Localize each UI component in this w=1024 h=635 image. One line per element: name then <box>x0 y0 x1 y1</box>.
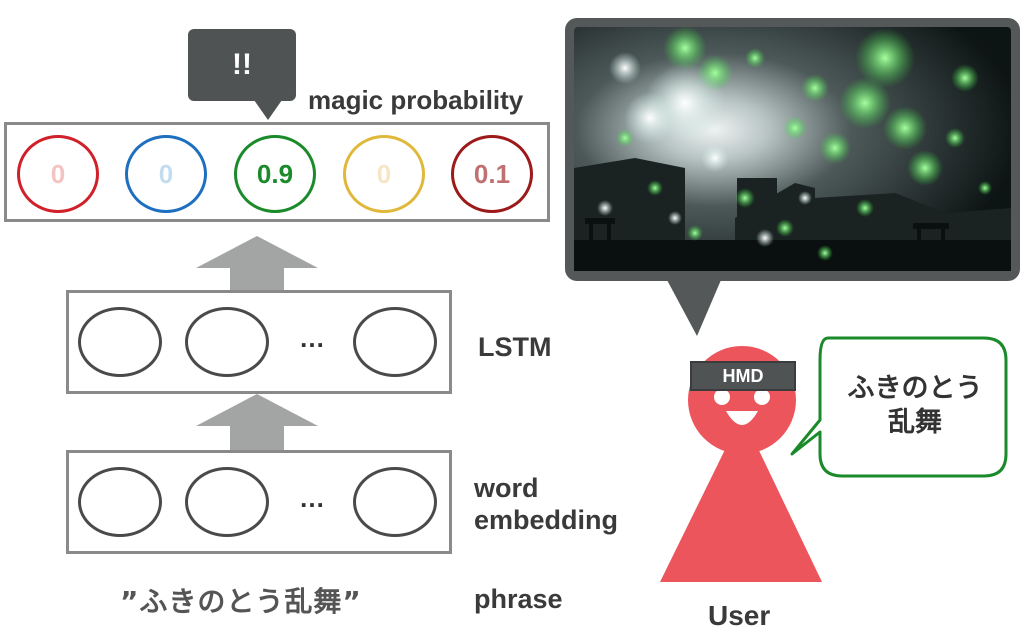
probability-value: 0.1 <box>473 158 511 189</box>
lstm-node <box>353 307 437 377</box>
probability-node-2: 0 <box>125 135 207 213</box>
speech-line1: ふきのとう <box>847 373 983 404</box>
callout-pointer <box>254 100 282 120</box>
lstm-node <box>185 307 269 377</box>
probability-value: 0 <box>376 158 392 189</box>
hmd-band: HMD <box>690 361 796 391</box>
probability-node-5: 0.1 <box>451 135 533 213</box>
embedding-layer: … <box>66 450 452 554</box>
embedding-ellipsis: … <box>299 483 325 513</box>
callout-bubble: !! <box>188 29 296 101</box>
embedding-node <box>353 467 437 537</box>
probability-output-layer: 0 0 0.9 0 0.1 <box>4 122 550 222</box>
hmd-label: HMD <box>722 365 764 386</box>
speech-line2: 乱舞 <box>888 407 942 438</box>
probability-node-4: 0 <box>343 135 425 213</box>
embedding-node <box>78 467 162 537</box>
hmd-screen <box>565 18 1020 336</box>
user-label: User <box>708 600 771 631</box>
speech-text: ふきのとう 乱舞 <box>822 372 1008 440</box>
phrase-text: ”ふきのとう乱舞” <box>120 585 362 618</box>
callout-text: !! <box>232 48 252 81</box>
embedding-label-line1: word <box>474 473 539 503</box>
probability-value: 0 <box>50 158 66 189</box>
lstm-node <box>78 307 162 377</box>
arrow-up-icon <box>196 236 318 294</box>
embedding-label-line2: embedding <box>474 505 619 535</box>
probability-value: 0.9 <box>256 158 294 189</box>
probability-value: 0 <box>158 158 174 189</box>
probability-node-3: 0.9 <box>234 135 316 213</box>
probability-title: magic probability <box>308 85 524 115</box>
lstm-layer: … <box>66 290 452 394</box>
lstm-ellipsis: … <box>299 323 325 353</box>
embedding-node <box>185 467 269 537</box>
phrase-label: phrase <box>474 584 563 614</box>
lstm-label: LSTM <box>478 332 552 362</box>
arrow-up-icon <box>196 394 318 452</box>
speech-bubble <box>790 336 1008 478</box>
probability-node-1: 0 <box>17 135 99 213</box>
